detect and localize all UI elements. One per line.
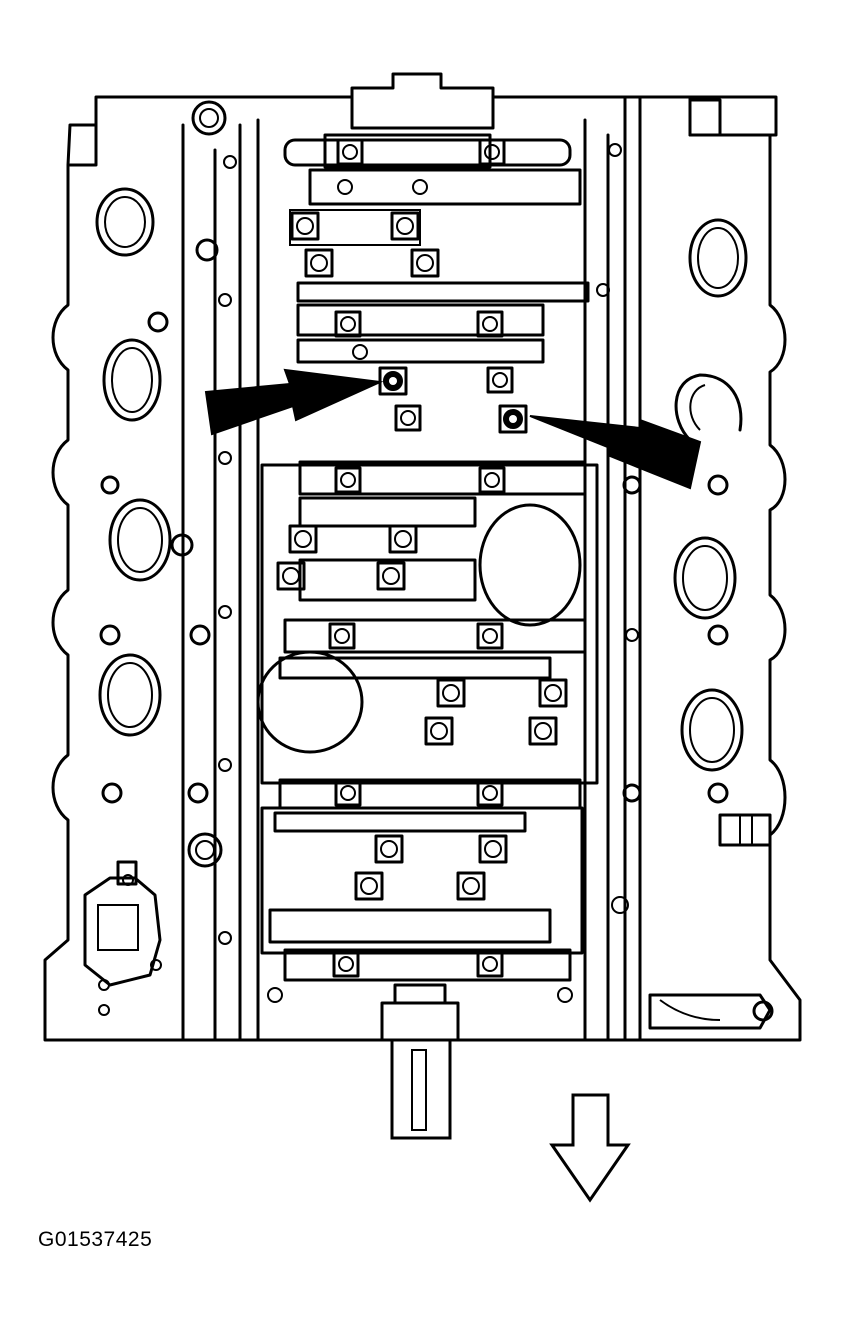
right-rail <box>583 95 642 1042</box>
crank-counterweight-upper <box>478 503 582 627</box>
bearing-cap-2 <box>283 460 587 654</box>
crankshaft-nose <box>380 983 460 1140</box>
crank-counterweight-lower <box>256 650 364 754</box>
callout-arrow-left <box>204 368 384 436</box>
cap-bolts <box>267 138 573 1003</box>
left-ports <box>95 100 237 945</box>
bearing-cap-1 <box>283 133 590 364</box>
highlighted-bolt-left <box>378 366 408 396</box>
direction-arrow-icon <box>549 1093 631 1203</box>
left-mounting-plate <box>83 860 162 1016</box>
inner-frame-middle <box>260 463 599 785</box>
inner-frame-lower <box>260 806 584 955</box>
bearing-cap-4 <box>268 908 572 982</box>
figure-id-label: G01537425 <box>38 1228 153 1251</box>
left-rail <box>181 118 260 1042</box>
right-lower-tube <box>648 993 774 1030</box>
highlighted-bolt-right <box>498 404 528 434</box>
right-ports <box>596 98 772 914</box>
callout-arrow-right <box>529 415 702 490</box>
